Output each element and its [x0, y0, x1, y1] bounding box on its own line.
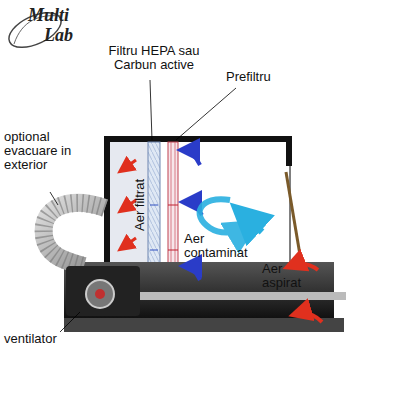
filtered-air-label: Aer filtrat [133, 179, 147, 231]
contaminated-air-label: Aer contaminat [184, 232, 264, 260]
intake-air-label: Aer aspirat [262, 262, 322, 290]
logo-text: Multi [28, 6, 88, 24]
fan-label: ventilator [4, 332, 84, 346]
logo-text: Lab [44, 26, 94, 44]
duct-label: optional evacuare in exterior [4, 130, 74, 172]
prefilter-label: Prefiltru [226, 70, 296, 84]
filter-label: Filtru HEPA sau Carbun active [90, 44, 218, 72]
